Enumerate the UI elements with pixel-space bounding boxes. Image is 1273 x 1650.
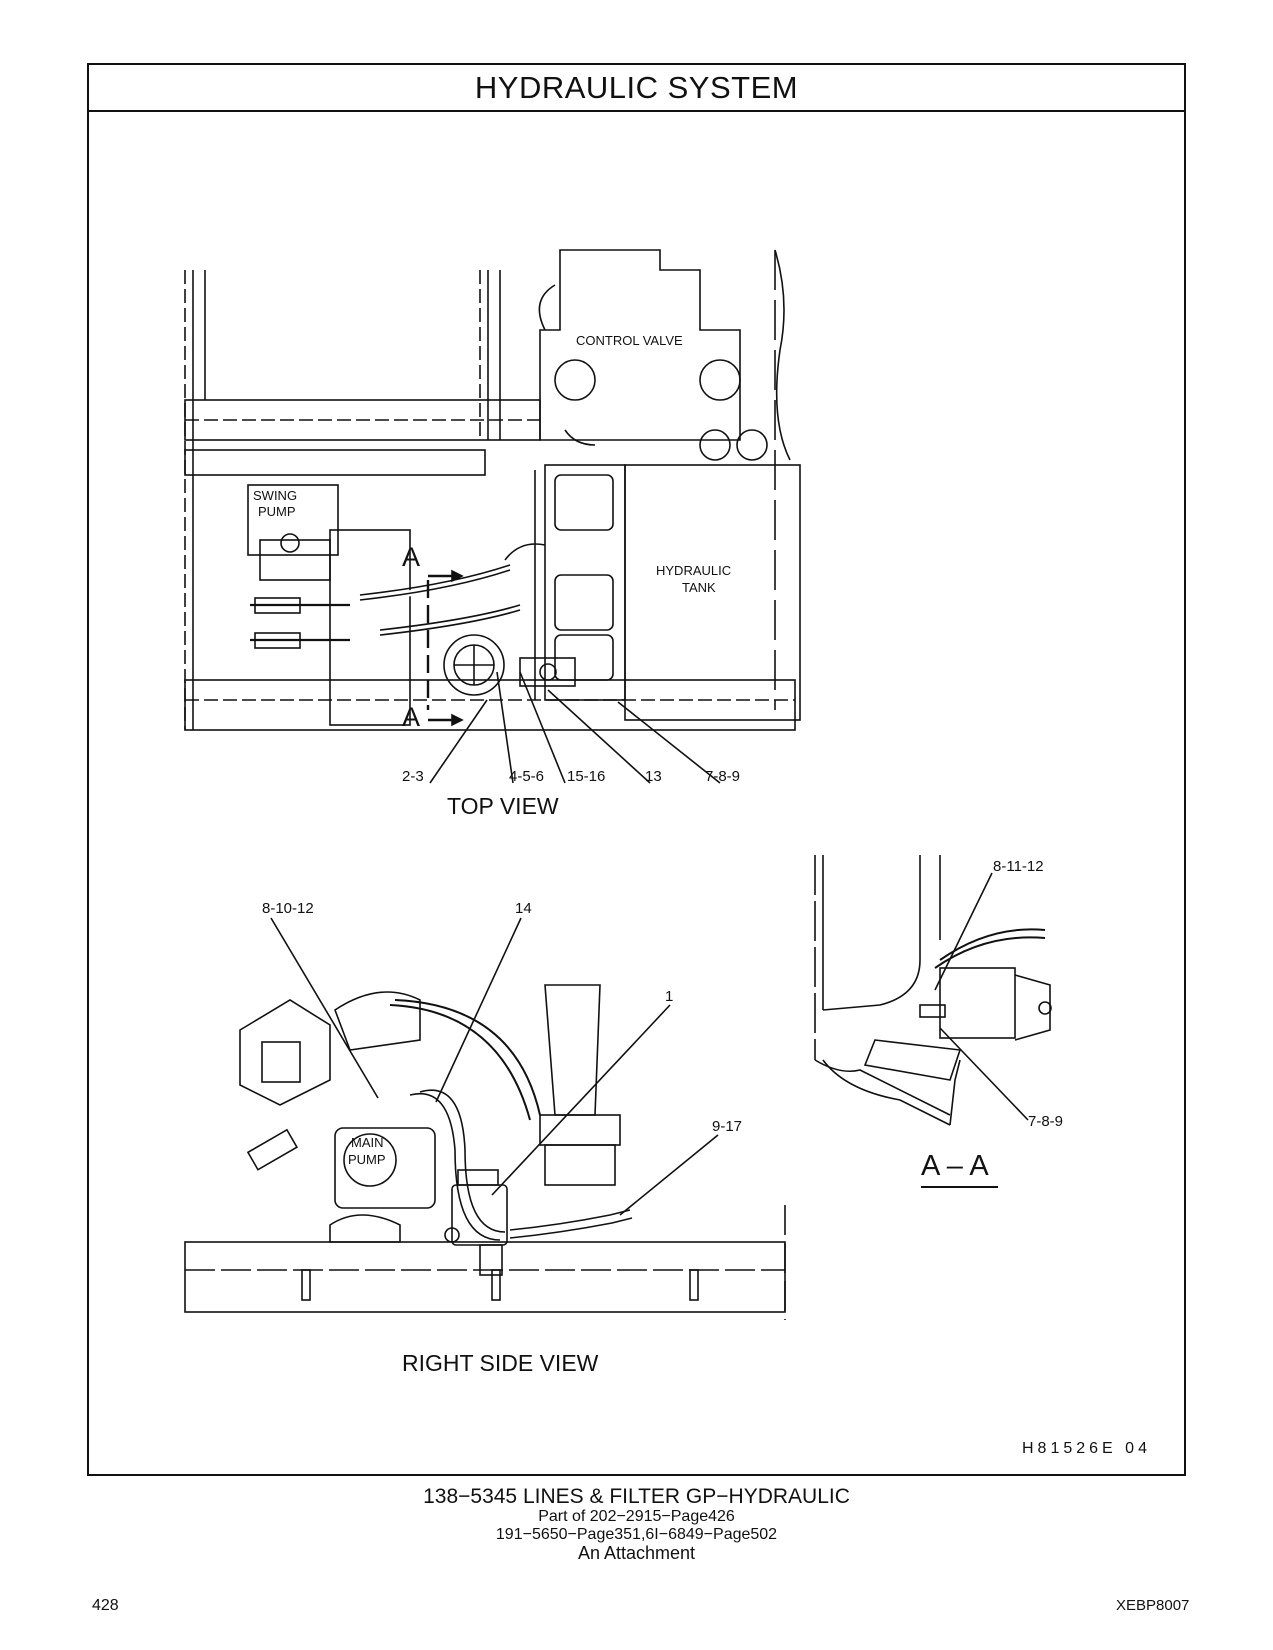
page-number: 428: [92, 1597, 119, 1614]
callout-8-11-12: 8-11-12: [993, 858, 1044, 875]
callout-9-17: 9-17: [712, 1118, 743, 1135]
caption-references: 191−5650−Page351,6I−6849−Page502: [495, 1526, 778, 1543]
hydraulic-tank-label-1: HYDRAULIC: [656, 563, 732, 578]
callout-7-8-9: 7-8-9: [705, 768, 741, 785]
callout-4-5-6: 4-5-6: [509, 768, 545, 785]
callout-14: 14: [515, 900, 532, 917]
swing-pump-label-1: SWING: [253, 488, 298, 503]
caption-attachment: An Attachment: [577, 1543, 696, 1563]
caption-part-of: Part of 202−2915−Page426: [538, 1508, 735, 1525]
title-bar: HYDRAULIC SYSTEM: [89, 65, 1184, 112]
right-side-view-drawing: [184, 917, 786, 1320]
section-marker-bottom: A: [402, 702, 421, 732]
right-side-view-heading: RIGHT SIDE VIEW: [402, 1350, 599, 1376]
figure-title: HYDRAULIC SYSTEM: [474, 69, 799, 105]
section-heading-underline: [921, 1186, 998, 1188]
top-view-drawing: [184, 249, 801, 784]
callout-13: 13: [645, 768, 662, 785]
section-a-a-drawing: [814, 855, 1052, 1126]
callout-2-3: 2-3: [402, 768, 424, 785]
main-pump-label-1: MAIN: [351, 1135, 384, 1150]
caption-part-title: 138−5345 LINES & FILTER GP−HYDRAULIC: [423, 1485, 850, 1508]
hydraulic-tank-label-2: TANK: [682, 580, 716, 595]
callout-15-16: 15-16: [567, 768, 606, 785]
callout-8-10-12: 8-10-12: [262, 900, 314, 917]
top-view-heading: TOP VIEW: [447, 793, 559, 819]
control-valve-label: CONTROL VALVE: [576, 333, 683, 348]
main-pump-label-2: PUMP: [348, 1152, 386, 1167]
callout-1: 1: [665, 988, 674, 1005]
illustration-code: H81526E 04: [1022, 1440, 1151, 1457]
section-marker-top: A: [402, 542, 421, 572]
swing-pump-label-2: PUMP: [258, 504, 296, 519]
section-a-a-heading: A – A: [921, 1150, 989, 1182]
document-code: XEBP8007: [1116, 1597, 1190, 1614]
figure-frame: HYDRAULIC SYSTEM: [87, 63, 1186, 1476]
callout-7-8-9-section: 7-8-9: [1028, 1113, 1064, 1130]
